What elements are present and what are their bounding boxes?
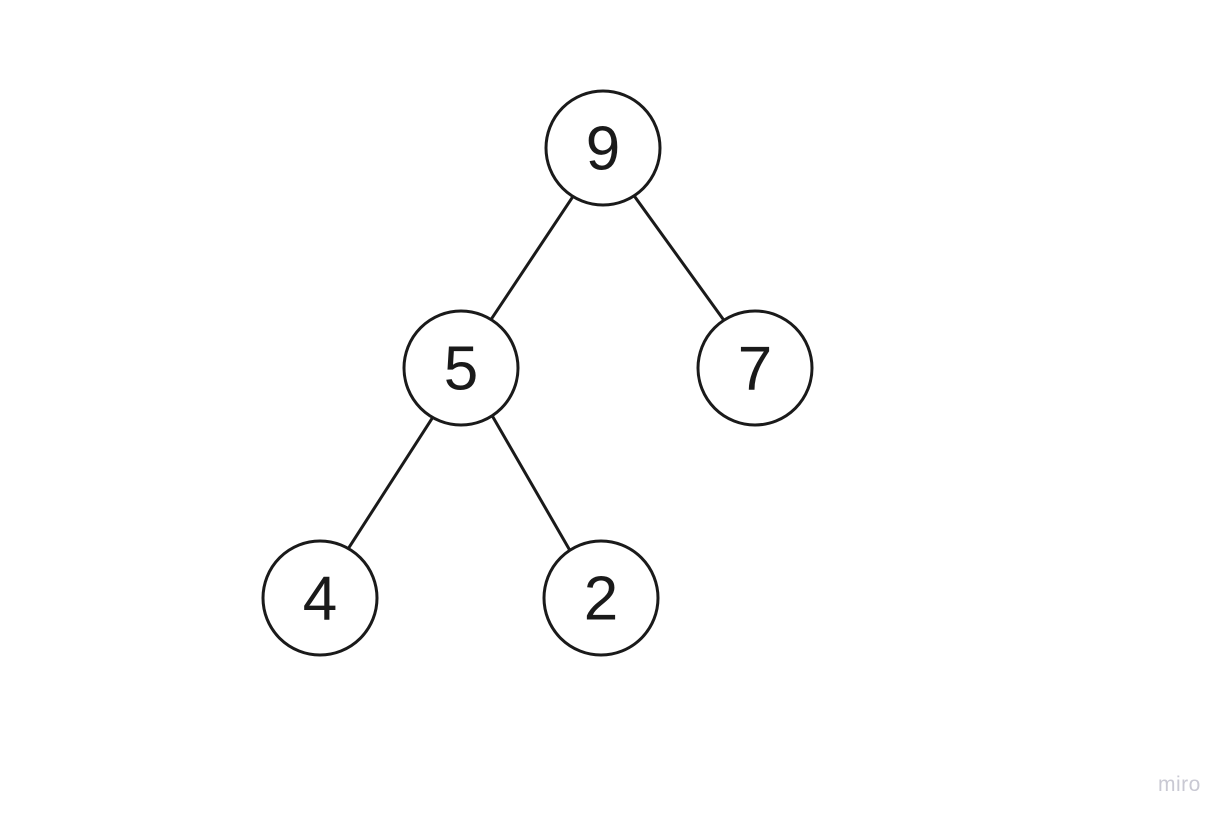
tree-edge-9-7 xyxy=(632,195,726,321)
tree-node-circle[interactable] xyxy=(696,309,814,427)
tree-node-circle[interactable] xyxy=(542,539,660,657)
tree-node-right-leaf[interactable]: 2 xyxy=(542,539,660,657)
tree-node-label: 2 xyxy=(584,565,618,634)
tree-node-label: 5 xyxy=(444,335,478,404)
tree-node-label: 4 xyxy=(303,565,337,634)
tree-node-left-leaf[interactable]: 4 xyxy=(261,539,379,657)
tree-node-right-child[interactable]: 7 xyxy=(696,309,814,427)
tree-node-root[interactable]: 9 xyxy=(544,89,662,207)
tree-node-circle[interactable] xyxy=(402,309,520,427)
tree-node-label: 7 xyxy=(738,335,772,404)
tree-edge-5-4 xyxy=(347,416,434,550)
tree-edge-5-2 xyxy=(490,415,572,551)
tree-node-left-child[interactable]: 5 xyxy=(402,309,520,427)
tree-edge-9-5 xyxy=(489,195,575,321)
tree-node-circle[interactable] xyxy=(261,539,379,657)
tree-node-circle[interactable] xyxy=(544,89,662,207)
tree-nodes-group: 9 5 7 4 2 xyxy=(261,89,814,657)
tree-node-label: 9 xyxy=(586,115,620,184)
miro-watermark: miro xyxy=(1158,773,1201,796)
tree-edges-group xyxy=(347,195,726,551)
